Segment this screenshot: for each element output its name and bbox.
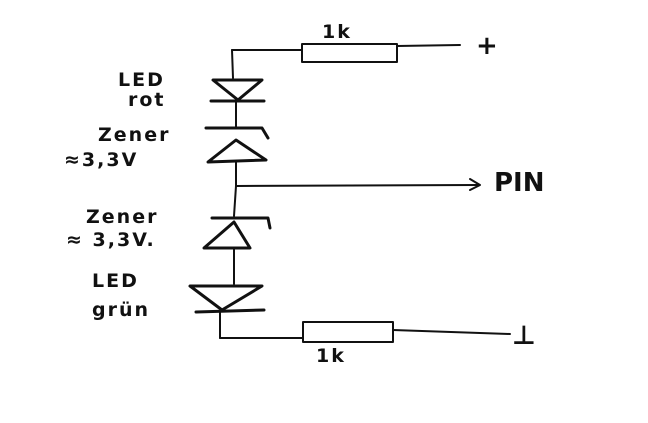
zener-2-label-line1: Zener xyxy=(86,206,158,228)
led-red-symbol xyxy=(209,78,266,129)
zener-2-symbol xyxy=(202,216,272,285)
wire-top-right xyxy=(396,44,461,47)
wire-vertical-top xyxy=(231,49,234,79)
wire-bottom-right xyxy=(392,329,511,335)
resistor-bottom xyxy=(302,321,394,343)
resistor-top-label: 1k xyxy=(322,21,352,43)
plus-terminal-label: + xyxy=(476,31,498,61)
wire-vertical-mid xyxy=(233,185,237,217)
led-green-label-line2: grün xyxy=(92,299,150,321)
ground-terminal-label: ⊥ xyxy=(512,321,536,351)
zener-2-label-line2: ≈ 3,3V. xyxy=(66,229,156,251)
zener-1-label-line1: Zener xyxy=(98,124,170,146)
zener-1-label-line2: ≈3,3V xyxy=(64,149,138,171)
led-green-label-line1: LED xyxy=(92,270,139,292)
zener-1-symbol xyxy=(204,126,270,187)
led-red-label-line1: LED xyxy=(118,69,165,91)
led-green-symbol xyxy=(188,284,266,339)
resistor-bottom-label: 1k xyxy=(316,345,346,367)
resistor-top xyxy=(301,43,398,63)
led-red-label-line2: rot xyxy=(128,89,166,111)
pin-label: PIN xyxy=(494,168,545,198)
wire-to-pin xyxy=(235,184,479,187)
pin-arrow xyxy=(469,178,481,191)
